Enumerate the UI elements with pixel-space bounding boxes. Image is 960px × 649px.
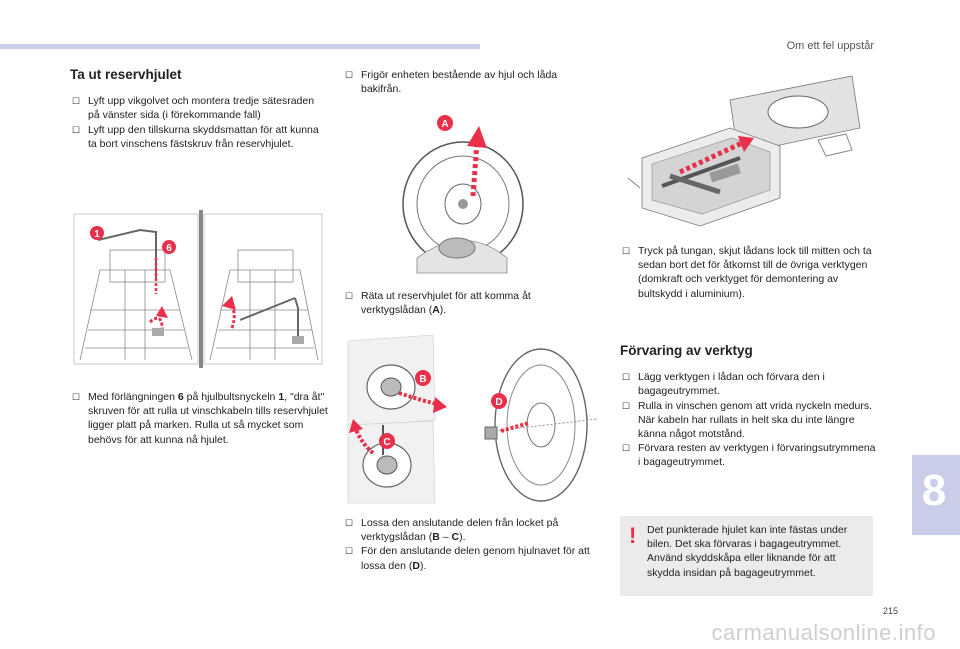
right-column-storage: Förvaring av verktyg ☐Lägg verktygen i l… — [620, 343, 878, 470]
warning-box: ! Det punkterade hjulet kan inte fästas … — [620, 516, 873, 596]
checkbox-icon: ☐ — [345, 291, 354, 301]
marker-c — [379, 433, 395, 449]
checkbox-icon: ☐ — [72, 124, 81, 135]
marker-a — [437, 115, 453, 131]
svg-text:1: 1 — [94, 229, 100, 240]
svg-text:C: C — [383, 437, 390, 448]
checkbox-icon: ☐ — [622, 400, 631, 411]
watermark: carmanualsonline.info — [711, 620, 936, 645]
list-item: ☐Med förlängningen 6 på hjulbultsnyckeln… — [72, 391, 328, 446]
marker-1 — [90, 226, 104, 240]
list-item: ☐Lossa den anslutande delen från locket … — [345, 517, 559, 544]
list-item: ☐Lyft upp vikgolvet och montera tredje s… — [72, 95, 315, 122]
checkbox-icon: ☐ — [72, 392, 81, 402]
svg-text:A: A — [441, 119, 448, 130]
list-item: ☐För den anslutande delen genom hjulnave… — [345, 545, 590, 572]
toolbox-figure — [620, 68, 865, 228]
checkbox-icon: ☐ — [72, 96, 81, 107]
list-item: ☐Lyft upp den tillskurna skyddsmattan fö… — [72, 123, 319, 150]
checkbox-icon: ☐ — [622, 372, 631, 383]
wheel-lift-figure: A — [395, 108, 525, 278]
trunk-winch-figure: 1 6 — [70, 210, 325, 368]
section-subtitle: Förvaring av verktyg — [620, 343, 753, 358]
marker-b — [415, 370, 431, 386]
right-column-top: ☐Tryck på tungan, skjut lådans lock till… — [620, 244, 878, 301]
chapter-number: 8 — [921, 466, 947, 515]
section-header: Om ett fel uppstår — [786, 40, 874, 52]
svg-text:D: D — [495, 397, 502, 408]
checkbox-icon: ☐ — [345, 70, 354, 80]
list-item: ☐Räta ut reservhjulet för att komma åt v… — [345, 290, 531, 317]
middle-column-bottom: ☐Lossa den anslutande delen från locket … — [343, 516, 595, 573]
connector-figure: B C D — [343, 335, 598, 505]
left-column-bottom: ☐Med förlängningen 6 på hjulbultsnyckeln… — [70, 390, 330, 447]
warning-icon: ! — [629, 523, 637, 548]
checkbox-icon: ☐ — [622, 443, 631, 454]
section-title: Ta ut reservhjulet — [70, 67, 182, 82]
warning-text: Det punkterade hjulet kan inte fästas un… — [647, 524, 848, 579]
middle-column-top: ☐Frigör enheten bestående av hjul och lå… — [343, 68, 595, 96]
top-accent-bar — [0, 44, 480, 49]
page-number: 215 — [882, 606, 898, 616]
list-item: ☐Förvara resten av verktygen i förvaring… — [622, 442, 876, 469]
checkbox-icon: ☐ — [345, 518, 354, 528]
left-bullets-top: ☐Lyft upp vikgolvet och montera tredje s… — [70, 94, 325, 151]
list-item: ☐Lägg verktygen i lådan och förvara den … — [622, 371, 825, 398]
list-item: ☐Frigör enheten bestående av hjul och lå… — [345, 69, 558, 96]
svg-text:B: B — [419, 374, 426, 385]
middle-column-mid: ☐Räta ut reservhjulet för att komma åt v… — [343, 289, 595, 317]
checkbox-icon: ☐ — [622, 246, 631, 256]
svg-text:6: 6 — [166, 243, 172, 254]
list-item: ☐Rulla in vinschen genom att vrida nycke… — [622, 399, 873, 441]
list-item: ☐Tryck på tungan, skjut lådans lock till… — [622, 245, 872, 300]
chapter-tab — [912, 455, 960, 535]
left-column: Ta ut reservhjulet ☐Lyft upp vikgolvet o… — [70, 67, 325, 151]
marker-6 — [162, 240, 176, 254]
checkbox-icon: ☐ — [345, 546, 354, 557]
marker-d — [491, 393, 507, 409]
